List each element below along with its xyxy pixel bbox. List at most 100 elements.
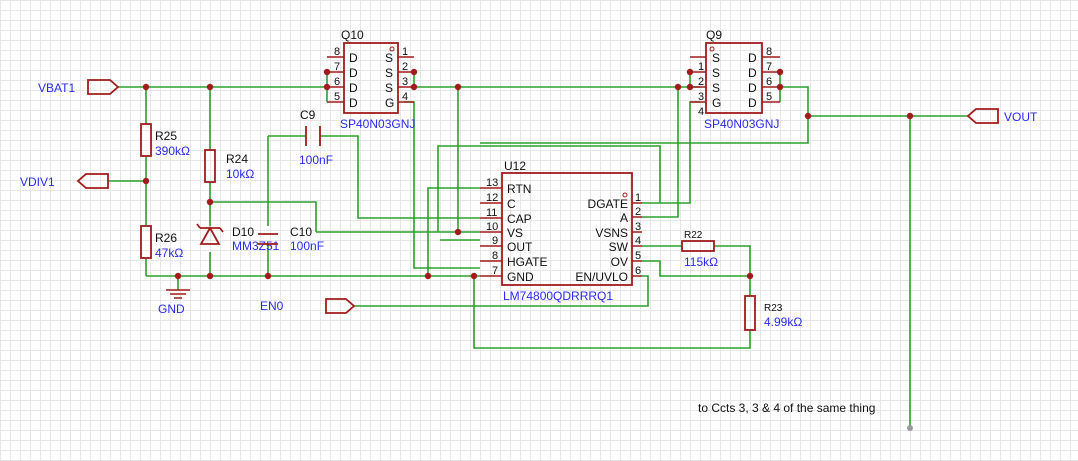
u12-pin-name: OUT xyxy=(507,240,533,254)
net-flag-vdiv[interactable]: VDIV1 xyxy=(20,173,109,189)
resistor-r23[interactable]: R23 4.99kΩ xyxy=(744,295,802,331)
u12-pin-name: OV xyxy=(611,255,628,269)
wire-gnd-loop xyxy=(473,276,751,349)
d10-value: MM3Z51 xyxy=(232,239,280,253)
wire-c-pin xyxy=(437,145,661,232)
net-flag-en[interactable]: EN0 xyxy=(260,298,356,314)
junction xyxy=(454,83,462,91)
q9-pin-num: 1 xyxy=(698,61,704,73)
net-flag-vbat[interactable]: VBAT1 xyxy=(38,79,120,95)
junction xyxy=(674,83,682,91)
u12-pin-num: 6 xyxy=(635,265,641,277)
u12-pin-num: 2 xyxy=(635,206,641,218)
q9-pin-num: 5 xyxy=(766,91,772,103)
u12-pin-num: 13 xyxy=(486,177,498,189)
mosfet-q9[interactable]: Q9 SP40N03GNJ 1 2 3 4 S S S G 8 7 6 5 D … xyxy=(690,28,780,131)
q9-pin-name: D xyxy=(748,96,757,110)
u12-ref: U12 xyxy=(504,159,526,173)
ground-symbol: GND xyxy=(158,289,190,316)
c9-value: 100nF xyxy=(299,153,333,167)
r25-ref: R25 xyxy=(155,129,177,143)
q10-pin-num: 6 xyxy=(334,76,340,88)
q10-pin-name: D xyxy=(349,81,358,95)
q10-pin-num: 4 xyxy=(402,91,408,103)
q9-value: SP40N03GNJ xyxy=(704,117,779,131)
q10-pin-name: S xyxy=(385,66,393,80)
zener-diode-d10[interactable]: D10 MM3Z51 xyxy=(196,223,280,253)
u12-pin-name: SW xyxy=(609,240,629,254)
net-label-vbat: VBAT1 xyxy=(38,81,75,95)
junction xyxy=(804,112,812,120)
wire-en xyxy=(354,275,649,307)
mosfet-q10[interactable]: Q10 SP40N03GNJ 8 7 6 5 D D D D 1 2 3 4 S… xyxy=(327,28,415,131)
u12-pin-num: 8 xyxy=(492,250,498,262)
wire-d10-cathode xyxy=(210,201,317,232)
u12-value: LM74800QDRRRQ1 xyxy=(503,289,613,303)
q9-pin-num: 3 xyxy=(698,91,704,103)
q10-pin-num: 7 xyxy=(334,61,340,73)
u12-pin-num: 12 xyxy=(486,192,498,204)
u12-pin-num: 7 xyxy=(492,265,498,277)
junction xyxy=(174,272,182,280)
r26-ref: R26 xyxy=(155,231,177,245)
u12-pin-name: HGATE xyxy=(507,255,547,269)
q9-pin-name: D xyxy=(748,51,757,65)
junction xyxy=(206,198,214,206)
u12-pin-num: 3 xyxy=(635,221,641,233)
q10-pin-name: G xyxy=(385,96,394,110)
q9-pin-name: S xyxy=(712,51,720,65)
net-label-vout: VOUT xyxy=(1004,110,1038,124)
r24-ref: R24 xyxy=(226,152,248,166)
u12-pin-name: GND xyxy=(507,270,534,284)
junction xyxy=(470,272,478,280)
capacitor-c9[interactable]: C9 100nF xyxy=(299,108,333,167)
q9-pin-name: S xyxy=(712,81,720,95)
r22-value: 115kΩ xyxy=(684,255,718,269)
r26-value: 47kΩ xyxy=(155,246,183,260)
u12-pin-num: 1 xyxy=(635,192,641,204)
u12-pin-name: VSNS xyxy=(595,226,628,240)
d10-ref: D10 xyxy=(232,225,254,239)
net-flag-vout[interactable]: VOUT xyxy=(966,108,1038,124)
wire-vbat-rail xyxy=(118,72,700,102)
q9-ref: Q9 xyxy=(706,28,722,42)
wire-sw xyxy=(642,245,751,276)
resistor-r22[interactable]: R22 115kΩ xyxy=(681,230,718,269)
q9-pin-name: G xyxy=(712,96,721,110)
wire-ov xyxy=(642,260,751,296)
resistor-r24[interactable]: R24 10kΩ xyxy=(204,149,254,183)
q10-value: SP40N03GNJ xyxy=(340,117,415,131)
net-label-gnd: GND xyxy=(158,302,185,316)
resistor-r26[interactable]: R26 47kΩ xyxy=(140,225,183,260)
q10-pin-name: D xyxy=(349,96,358,110)
q10-pin-name: S xyxy=(385,81,393,95)
junction xyxy=(142,83,150,91)
junction xyxy=(454,228,462,236)
q10-pin-num: 5 xyxy=(334,91,340,103)
resistor-r25[interactable]: R25 390kΩ xyxy=(140,123,190,158)
q10-pin-num: 8 xyxy=(334,46,340,58)
q10-pin-name: D xyxy=(349,51,358,65)
q9-pin-name: S xyxy=(712,66,720,80)
r23-value: 4.99kΩ xyxy=(764,315,802,329)
ic-u12[interactable]: U12 LM74800QDRRRQ1 13 12 11 10 9 8 7 RTN… xyxy=(480,159,642,303)
u12-pin-num: 4 xyxy=(635,235,641,247)
annotation-note: to Ccts 3, 3 & 4 of the same thing xyxy=(698,401,875,415)
c10-value: 100nF xyxy=(290,239,324,253)
r24-value: 10kΩ xyxy=(226,167,254,181)
q10-pin-num: 1 xyxy=(402,46,408,58)
q9-pin-num: 7 xyxy=(766,61,772,73)
u12-pin-name: EN/UVLO xyxy=(575,270,628,284)
q10-pin-num: 3 xyxy=(402,76,408,88)
q10-pin-num: 2 xyxy=(402,61,408,73)
wire-c9 xyxy=(268,135,480,219)
u12-pin-num: 9 xyxy=(492,235,498,247)
u12-pin-name: RTN xyxy=(507,182,531,196)
net-label-vdiv: VDIV1 xyxy=(20,175,55,189)
r25-value: 390kΩ xyxy=(155,144,190,158)
wire-divider xyxy=(108,87,147,276)
junction xyxy=(264,272,272,280)
wire-vout xyxy=(480,72,968,144)
capacitor-c10[interactable]: C10 100nF xyxy=(258,225,324,253)
